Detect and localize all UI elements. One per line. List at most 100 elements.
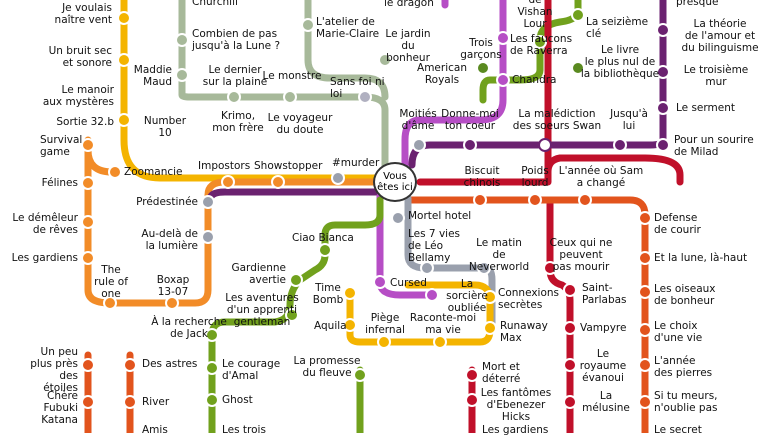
station[interactable] [638, 358, 652, 372]
station[interactable] [373, 275, 387, 289]
station[interactable] [638, 395, 652, 409]
station-label: Les oiseaux de bonheur [654, 283, 716, 307]
station[interactable] [81, 138, 95, 152]
station[interactable] [563, 395, 577, 409]
station[interactable] [476, 61, 490, 75]
station-label: presque [676, 0, 719, 8]
station[interactable] [227, 90, 241, 104]
station-label: Raconte-moi ma vie [409, 312, 477, 336]
station-label: Félines [41, 177, 78, 189]
station[interactable] [477, 261, 491, 275]
station[interactable] [377, 335, 391, 349]
station[interactable] [420, 261, 434, 275]
station[interactable] [528, 193, 542, 207]
station[interactable] [103, 296, 117, 310]
station[interactable] [318, 243, 332, 257]
station-label: Survival game [40, 134, 83, 158]
station[interactable] [358, 90, 372, 104]
station[interactable] [81, 395, 95, 409]
station[interactable] [205, 361, 219, 375]
station[interactable] [578, 193, 592, 207]
station[interactable] [638, 251, 652, 265]
station[interactable] [538, 138, 552, 152]
station[interactable] [343, 318, 357, 332]
station-label: Donne-moi ton coeur [441, 108, 499, 132]
station[interactable] [201, 195, 215, 209]
station[interactable] [165, 296, 179, 310]
station[interactable] [483, 290, 497, 304]
station[interactable] [638, 285, 652, 299]
station[interactable] [465, 368, 479, 382]
station[interactable] [563, 358, 577, 372]
station[interactable] [571, 61, 585, 75]
station-label: L'année des pierres [654, 355, 713, 379]
station-label: Le monstre [262, 70, 322, 82]
station-label: Vampyre [580, 322, 627, 334]
station[interactable] [81, 251, 95, 265]
station-label: Cursed [390, 277, 427, 289]
station[interactable] [175, 33, 189, 47]
station[interactable] [123, 395, 137, 409]
station[interactable] [613, 138, 627, 152]
station[interactable] [283, 90, 297, 104]
station[interactable] [108, 165, 122, 179]
station[interactable] [638, 211, 652, 225]
station[interactable] [205, 393, 219, 407]
station-label: Aquila [314, 320, 347, 332]
station[interactable] [343, 286, 357, 300]
station-label: Le matin de Neverworld [468, 237, 530, 273]
station-label: Et la lune, là-haut [654, 252, 748, 264]
station[interactable] [378, 53, 392, 67]
line-blue [404, 194, 496, 334]
station-label: La malédiction des soeurs Swan [512, 108, 602, 132]
station[interactable] [331, 171, 345, 185]
station-label: La théorie de l'amour et du bilinguisme [681, 18, 759, 54]
station[interactable] [117, 53, 131, 67]
station[interactable] [81, 176, 95, 190]
station-label: Le serment [676, 102, 735, 114]
station[interactable] [412, 138, 426, 152]
station[interactable] [205, 328, 219, 342]
station[interactable] [201, 230, 215, 244]
station[interactable] [563, 283, 577, 297]
station-label: Ciao Bianca [292, 232, 354, 244]
station[interactable] [638, 323, 652, 337]
station[interactable] [175, 68, 189, 82]
station[interactable] [571, 8, 585, 22]
station[interactable] [271, 175, 285, 189]
station[interactable] [391, 211, 405, 225]
station[interactable] [463, 138, 477, 152]
station-label: Number 10 [143, 115, 187, 139]
station[interactable] [285, 308, 299, 322]
station[interactable] [656, 65, 670, 79]
station[interactable] [543, 261, 557, 275]
station[interactable] [117, 11, 131, 25]
station[interactable] [533, 35, 547, 49]
station[interactable] [483, 321, 497, 335]
station[interactable] [81, 215, 95, 229]
station[interactable] [123, 358, 137, 372]
station-label: Mortel hotel [408, 210, 472, 222]
station[interactable] [353, 368, 367, 382]
station[interactable] [656, 138, 670, 152]
station[interactable] [221, 175, 235, 189]
station-label: Au-delà de la lumière [141, 228, 198, 252]
station-label: Les gardiens [11, 252, 78, 264]
station[interactable] [81, 358, 95, 372]
station[interactable] [656, 101, 670, 115]
station-label: La seizième clé [586, 16, 649, 40]
station[interactable] [301, 18, 315, 32]
station[interactable] [496, 73, 510, 87]
station[interactable] [433, 335, 447, 349]
station[interactable] [563, 321, 577, 335]
station[interactable] [496, 31, 510, 45]
station[interactable] [465, 393, 479, 407]
station[interactable] [656, 23, 670, 37]
station[interactable] [117, 113, 131, 127]
station[interactable] [289, 273, 303, 287]
station-label: Le royaume évanoui [579, 348, 627, 384]
station[interactable] [473, 193, 487, 207]
station[interactable] [425, 288, 439, 302]
station-label: Gardienne avertie [231, 262, 286, 286]
station-label: Boxap 13-07 [156, 274, 190, 298]
